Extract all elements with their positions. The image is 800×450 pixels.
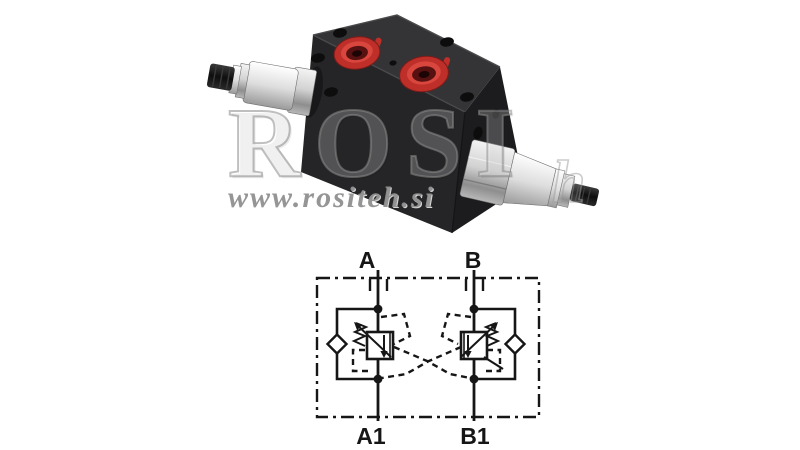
watermark-brand-shadow: ROSI bbox=[230, 89, 531, 200]
schematic-fills bbox=[354, 304, 498, 384]
counterbalance-valve-left-icon bbox=[351, 322, 395, 361]
junction-dot-icon bbox=[469, 374, 479, 384]
port-label-b: B bbox=[465, 250, 482, 273]
pilot-loop-right-upper bbox=[440, 312, 472, 346]
thread-ridge bbox=[580, 186, 586, 203]
thread-ridge bbox=[586, 187, 592, 204]
product-photo: ROSI ROSI h www.rositeh.si www.rositeh.s… bbox=[206, 14, 600, 234]
pilot-lines bbox=[351, 312, 502, 380]
port-plug-left bbox=[333, 36, 382, 70]
spring-icon bbox=[483, 322, 501, 347]
watermark-partial-text: h bbox=[552, 149, 585, 215]
watermark-url-text: www.rositeh.si bbox=[228, 181, 435, 214]
port-ticks bbox=[368, 279, 485, 291]
watermark: ROSI ROSI h www.rositeh.si www.rositeh.s… bbox=[227, 86, 586, 216]
flow-arrowhead bbox=[380, 351, 388, 358]
counterbalance-valve-right-icon bbox=[459, 322, 504, 370]
mounting-hole bbox=[440, 37, 454, 47]
port-plug-right bbox=[399, 55, 451, 93]
gauge-hole bbox=[389, 60, 397, 66]
valve-body-boundary-icon bbox=[315, 276, 541, 419]
adjustment-cartridge-right bbox=[459, 139, 600, 209]
adjust-arrowhead bbox=[489, 322, 498, 331]
mounting-hole bbox=[333, 28, 347, 38]
mounting-hole bbox=[460, 92, 474, 102]
adjust-arrowhead bbox=[354, 322, 363, 331]
cartridge-locknut bbox=[556, 173, 576, 208]
valve-front-face bbox=[301, 35, 465, 233]
knob-ridge bbox=[218, 66, 224, 89]
pilot-piston-link bbox=[483, 356, 504, 370]
knob-ridge bbox=[211, 65, 218, 87]
side-hole bbox=[473, 126, 483, 140]
watermark-brand-text: ROSI bbox=[228, 87, 529, 198]
hex-facet bbox=[468, 156, 512, 168]
pilot-cross-line-a bbox=[393, 345, 471, 380]
spring-icon bbox=[351, 322, 369, 347]
watermark-url-shadow: www.rositeh.si bbox=[229, 182, 436, 215]
port-hole bbox=[418, 71, 430, 78]
mounting-hole bbox=[311, 53, 325, 63]
mounting-hole bbox=[324, 87, 338, 97]
knob-ridge bbox=[225, 67, 231, 90]
port-label-b1: B1 bbox=[460, 423, 490, 449]
junction-dot-icon bbox=[469, 304, 479, 314]
pilot-cross-line-b bbox=[381, 345, 462, 380]
hydraulic-schematic: A B A1 B1 bbox=[315, 250, 541, 449]
junction-dot-icon bbox=[373, 374, 383, 384]
pilot-drain-left bbox=[351, 348, 368, 373]
mounting-holes bbox=[311, 28, 500, 140]
valve-side-edge bbox=[451, 111, 466, 234]
port-label-a1: A1 bbox=[356, 423, 386, 449]
threaded-stud bbox=[569, 183, 600, 207]
check-valve-left-icon bbox=[325, 332, 349, 356]
pilot-loop-left-upper bbox=[380, 312, 412, 346]
side-hole bbox=[492, 109, 500, 119]
check-valve-right-icon bbox=[503, 332, 527, 356]
adjustment-cartridge-left bbox=[206, 61, 317, 116]
schematic-labels: A B A1 B1 bbox=[356, 250, 490, 449]
hex-facet bbox=[463, 178, 507, 190]
pilot-drain-right bbox=[485, 348, 502, 373]
port-hole bbox=[352, 50, 363, 57]
thread-ridge bbox=[574, 185, 580, 202]
port-label-a: A bbox=[359, 250, 376, 273]
schematic-linework bbox=[315, 270, 541, 421]
junction-dot-icon bbox=[373, 304, 383, 314]
flow-arrowhead bbox=[464, 351, 472, 358]
